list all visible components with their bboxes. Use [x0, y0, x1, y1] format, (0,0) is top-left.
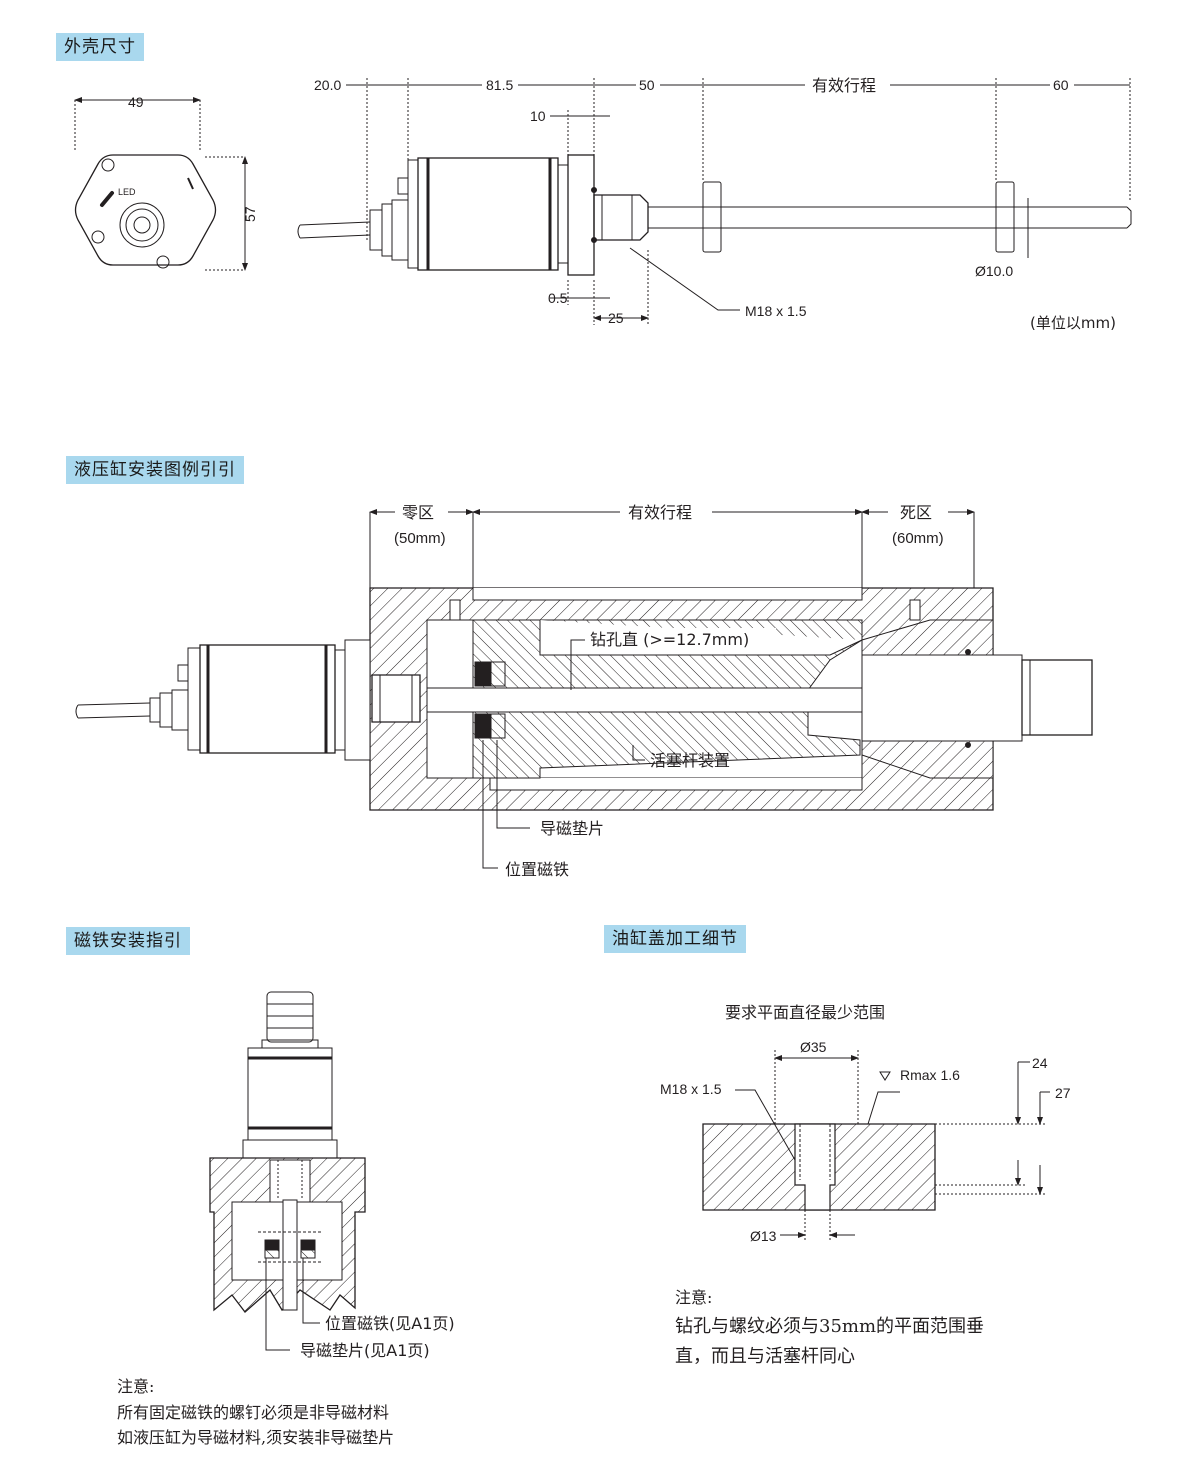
dim-50: 50: [639, 77, 655, 93]
cylinder-assembly: [75, 509, 1093, 869]
cap-detail-labels: 要求平面直径最少范围 Ø35 Rmax 1.6 M18 x 1.5 24 27 …: [660, 1003, 1071, 1244]
dim-81-5: 81.5: [486, 77, 513, 93]
dim-25: 25: [608, 310, 624, 326]
section-title-dimensions: 外壳尺寸: [56, 33, 144, 61]
dimension-labels: 49 57 LED 20.0 81.5 50 有效行程 60 10 0.5 25…: [118, 74, 1116, 332]
cap-d13: Ø13: [750, 1228, 777, 1244]
section-title-cap: 油缸盖加工细节: [604, 925, 746, 953]
dim-20: 20.0: [314, 77, 341, 93]
dim-49: 49: [128, 94, 144, 110]
cap-note-title: 注意:: [675, 1288, 713, 1307]
cap-d27: 27: [1055, 1085, 1071, 1101]
dim-57: 57: [242, 206, 258, 222]
magnet-ref-label: 位置磁铁(见A1页): [325, 1314, 455, 1333]
drill-label: 钻孔直 (>=12.7mm): [590, 630, 749, 649]
piston-rod-label: 活塞杆装置: [650, 751, 730, 770]
magnet-note-line1: 所有固定磁铁的螺钉必须是非导磁材料: [117, 1403, 390, 1422]
cap-thread: M18 x 1.5: [660, 1081, 722, 1097]
cap-roughness: Rmax 1.6: [900, 1067, 960, 1083]
zero-zone-label: 零区: [402, 503, 434, 522]
dead-zone-mm: (60mm): [892, 530, 944, 547]
led-label: LED: [118, 187, 136, 197]
zero-zone-mm: (50mm): [394, 530, 446, 547]
magnet-guide-labels: 位置磁铁(见A1页) 导磁垫片(见A1页): [300, 1314, 455, 1360]
led-indicator-icon: [100, 191, 114, 207]
spacer-label: 导磁垫片: [540, 819, 604, 838]
cap-d24: 24: [1032, 1055, 1048, 1071]
end-view-hex: [74, 97, 248, 271]
dim-stroke: 有效行程: [812, 76, 876, 95]
unit-note: (单位以mm): [1030, 314, 1116, 332]
cylinder-labels: 零区 (50mm) 有效行程 死区 (60mm) 钻孔直 (>=12.7mm) …: [394, 503, 944, 879]
dim-10: 10: [530, 108, 546, 124]
dim-0-5: 0.5: [548, 290, 568, 306]
cap-heading: 要求平面直径最少范围: [725, 1003, 885, 1022]
stroke-label: 有效行程: [628, 503, 692, 522]
thread-label: M18 x 1.5: [745, 303, 807, 319]
spacer-ref-label: 导磁垫片(见A1页): [300, 1341, 430, 1360]
magnet-install-drawing: [209, 991, 366, 1351]
section-title-cylinder: 液压缸安装图例引引: [66, 456, 244, 484]
cap-d35: Ø35: [800, 1039, 827, 1055]
side-view-sensor: [297, 78, 1132, 325]
rod-diameter: Ø10.0: [975, 263, 1013, 279]
magnet-note-title: 注意:: [117, 1377, 155, 1396]
cap-note-line1: 钻孔与螺纹必须与35mm的平面范围垂: [675, 1316, 985, 1337]
magnet-label: 位置磁铁: [505, 860, 569, 879]
section-title-magnet: 磁铁安装指引: [66, 927, 190, 955]
cap-machining-drawing: [702, 1050, 1050, 1240]
magnet-note-line2: 如液压缸为导磁材料,须安装非导磁垫片: [117, 1428, 395, 1447]
cap-note-line2: 直，而且与活塞杆同心: [675, 1346, 855, 1367]
dim-60: 60: [1053, 77, 1069, 93]
dead-zone-label: 死区: [900, 503, 932, 522]
